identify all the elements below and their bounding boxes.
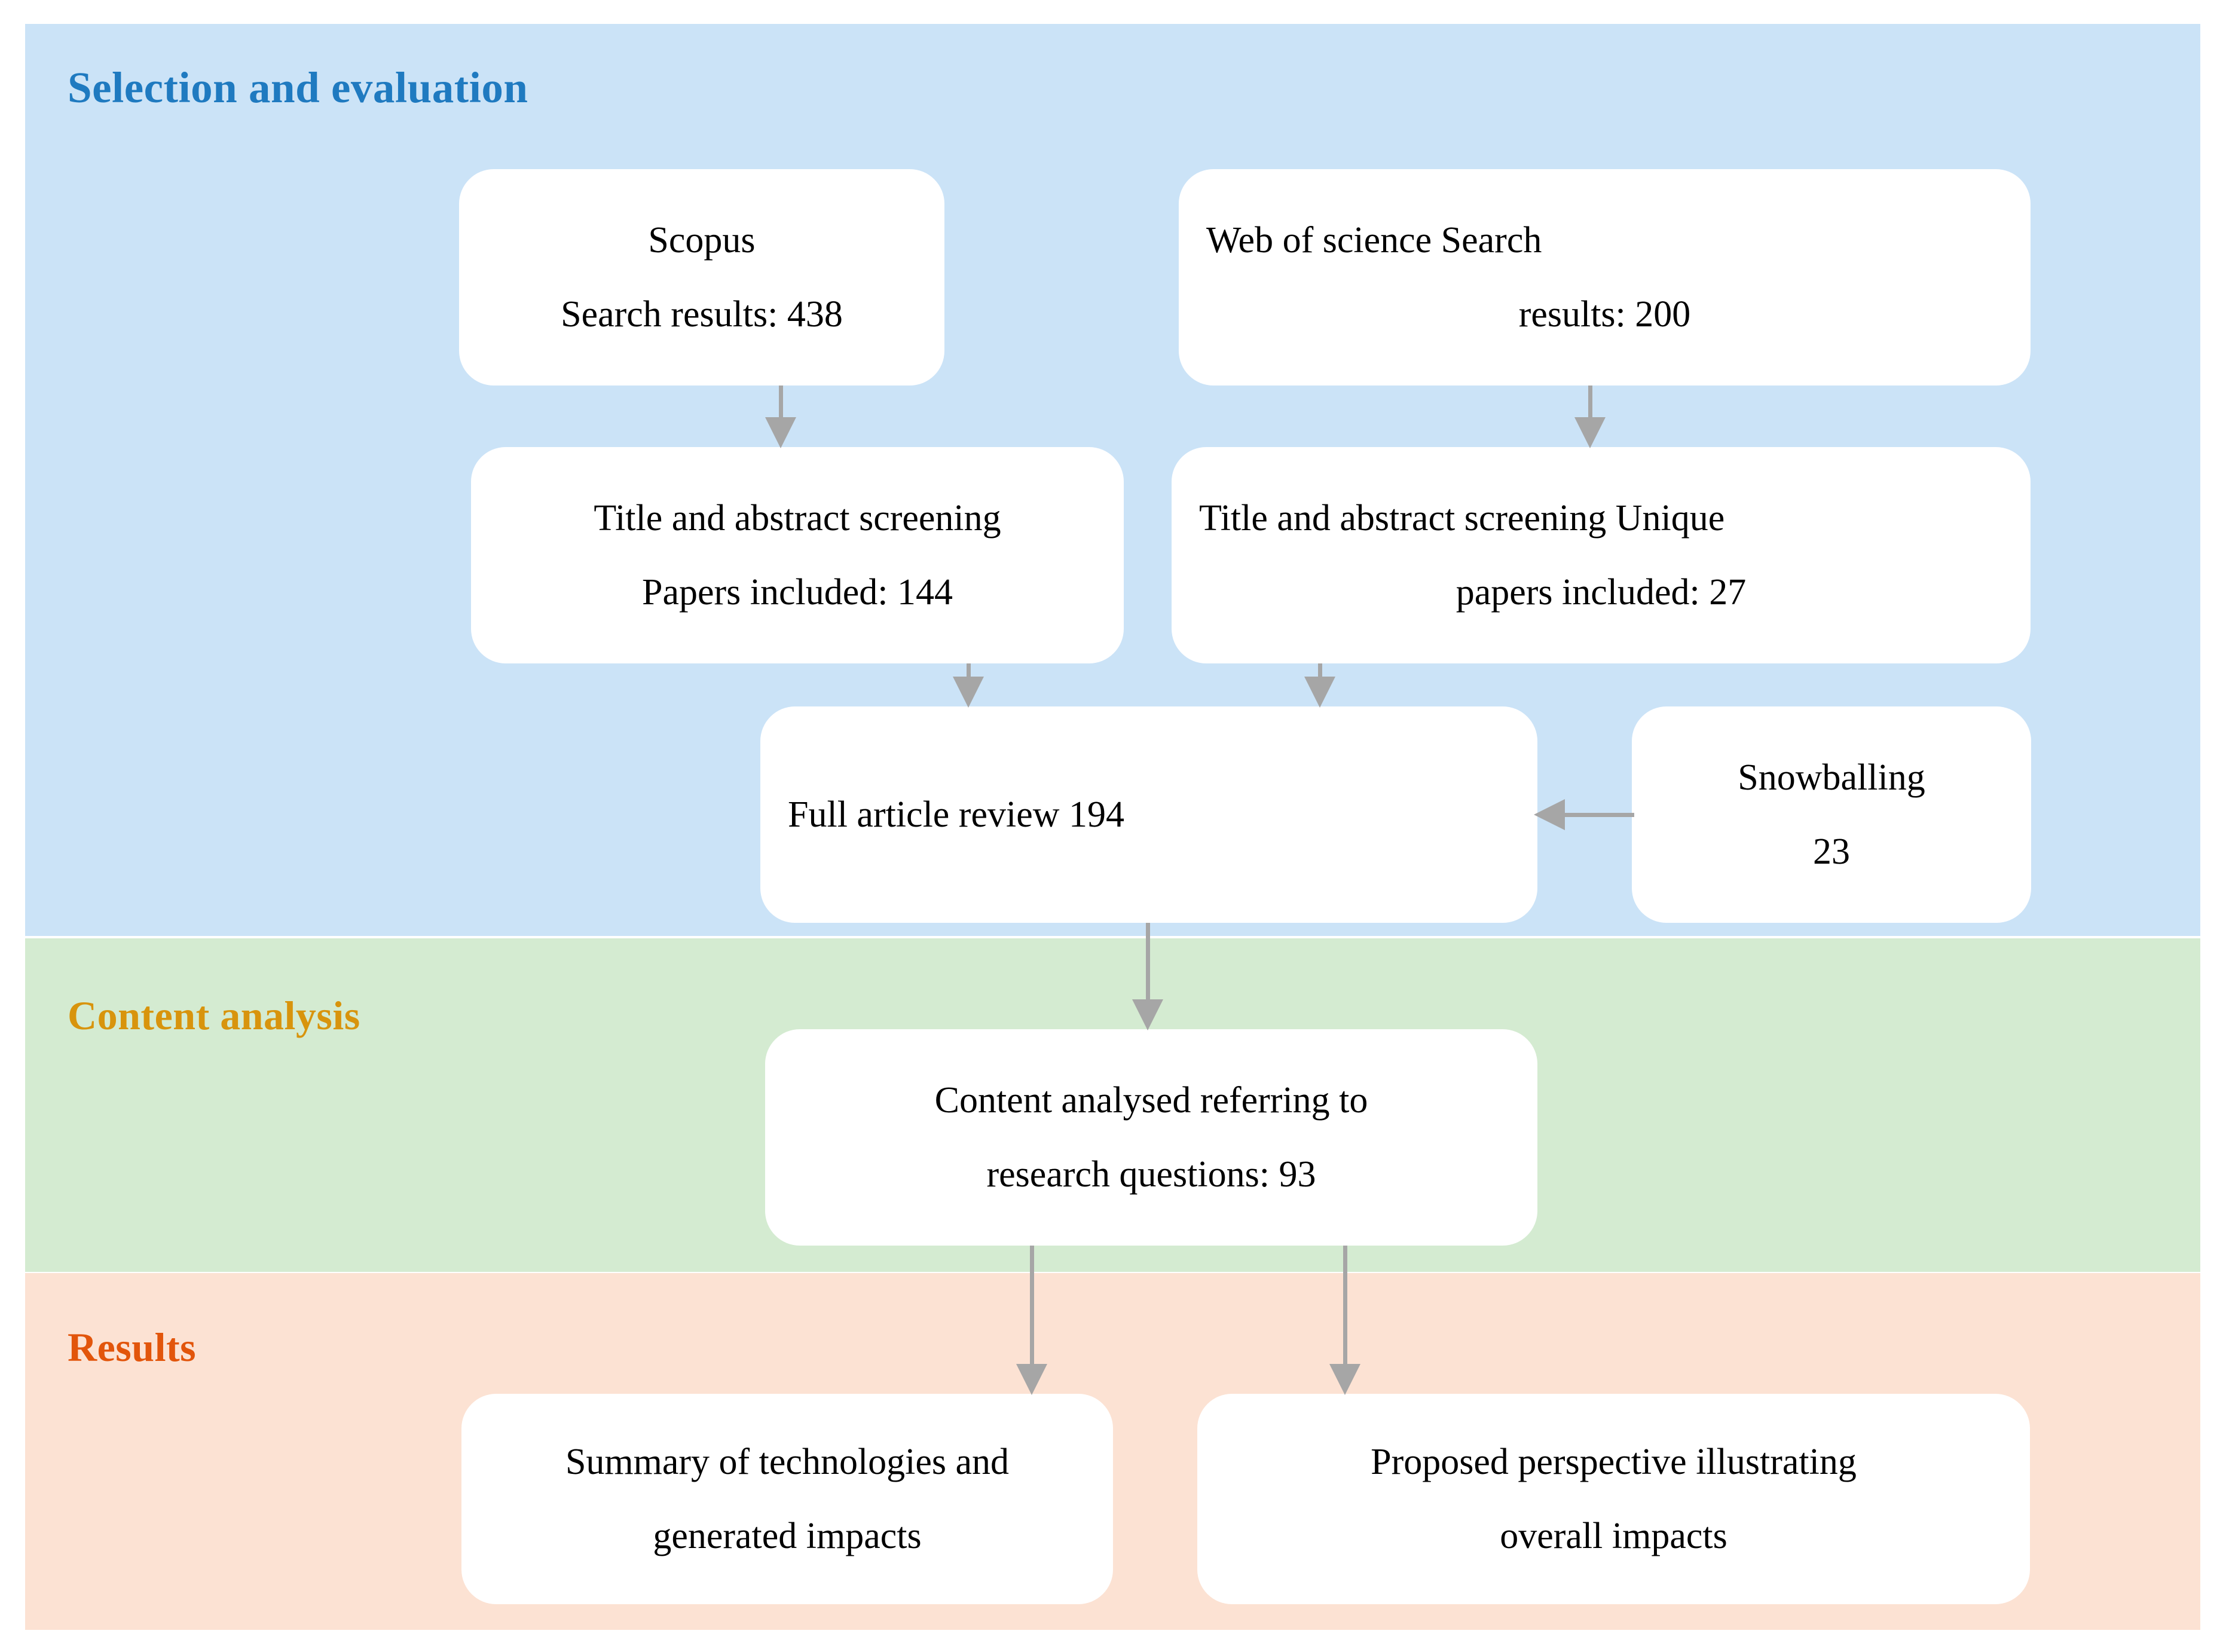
- node-screening-scopus-line-2: Papers included: 144: [641, 572, 953, 613]
- arrow-stem: [1318, 663, 1322, 677]
- node-web-of-science-line-2: results: 200: [1518, 294, 1691, 335]
- arrow-stem: [1146, 923, 1150, 999]
- node-proposed-perspective: Proposed perspective illustrating overal…: [1197, 1394, 2030, 1604]
- arrow-stem: [1563, 813, 1634, 817]
- arrow-head: [1534, 799, 1565, 830]
- node-web-of-science-search: Search: [1441, 220, 1542, 261]
- node-perspective-line-1: Proposed perspective illustrating: [1371, 1442, 1857, 1482]
- node-screening-web-of-science-line-1: Title and abstract screening Unique: [1199, 500, 2003, 537]
- band-title-selection-and-evaluation: Selection and evaluation: [68, 63, 528, 112]
- node-scopus: Scopus Search results: 438: [459, 169, 944, 386]
- node-full-article-review-label: Full article review: [788, 794, 1060, 835]
- node-summary-line-2: generated impacts: [653, 1516, 922, 1556]
- arrow-stem: [1588, 386, 1592, 417]
- arrow-down-icon-content-to-summary: [1016, 1246, 1047, 1395]
- arrow-down-icon-screening-right-to-full-review: [1304, 663, 1335, 708]
- arrow-down-icon-content-to-perspective: [1329, 1246, 1360, 1395]
- node-screening-scopus: Title and abstract screening Papers incl…: [471, 447, 1124, 663]
- node-summary-of-technologies: Summary of technologies and generated im…: [461, 1394, 1113, 1604]
- arrow-stem: [967, 663, 971, 677]
- arrow-stem: [779, 386, 783, 417]
- arrow-stem: [1030, 1246, 1034, 1364]
- node-web-of-science: Web of science Search results: 200: [1179, 169, 2031, 386]
- node-snowballing: Snowballing 23: [1632, 706, 2031, 923]
- arrow-head: [765, 417, 796, 448]
- node-screening-scopus-line-1: Title and abstract screening: [594, 498, 1001, 539]
- node-content-analysed-line-2: research questions: 93: [986, 1154, 1316, 1195]
- node-snowballing-line-2: 23: [1813, 831, 1850, 872]
- arrow-down-icon-full-review-to-content-analysed: [1132, 923, 1163, 1030]
- band-title-results: Results: [68, 1324, 197, 1370]
- arrow-down-icon-wos-to-screening: [1574, 386, 1606, 448]
- node-scopus-line-1: Scopus: [648, 220, 756, 261]
- node-screening-web-of-science-label: Title and abstract screening: [1199, 498, 1607, 539]
- arrow-down-icon-scopus-to-screening: [765, 386, 796, 448]
- node-full-article-review: Full article review 194: [760, 706, 1537, 923]
- arrow-head: [1304, 677, 1335, 708]
- node-snowballing-line-1: Snowballing: [1738, 757, 1925, 798]
- node-web-of-science-label: Web of science: [1206, 220, 1432, 261]
- node-web-of-science-line-1: Web of science Search: [1206, 222, 2003, 259]
- node-screening-web-of-science-unique: Unique: [1615, 498, 1725, 539]
- arrow-head: [1329, 1364, 1360, 1395]
- node-full-article-review-line-1: Full article review 194: [788, 796, 1510, 833]
- node-full-article-review-count: 194: [1069, 794, 1124, 835]
- node-scopus-line-2: Search results: 438: [561, 294, 843, 335]
- arrow-head: [1574, 417, 1606, 448]
- node-content-analysed: Content analysed referring to research q…: [765, 1029, 1537, 1246]
- arrow-head: [953, 677, 984, 708]
- node-content-analysed-line-1: Content analysed referring to: [934, 1080, 1368, 1121]
- arrow-head: [1132, 999, 1163, 1030]
- node-screening-web-of-science-line-2: papers included: 27: [1456, 572, 1747, 613]
- arrow-left-icon-snowballing-to-full-review: [1534, 799, 1634, 830]
- arrow-down-icon-screening-left-to-full-review: [953, 663, 984, 708]
- arrow-head: [1016, 1364, 1047, 1395]
- arrow-stem: [1343, 1246, 1347, 1364]
- node-perspective-line-2: overall impacts: [1500, 1516, 1727, 1556]
- band-title-content-analysis: Content analysis: [68, 993, 360, 1038]
- node-summary-line-1: Summary of technologies and: [565, 1442, 1010, 1482]
- node-screening-web-of-science: Title and abstract screening Unique pape…: [1172, 447, 2031, 663]
